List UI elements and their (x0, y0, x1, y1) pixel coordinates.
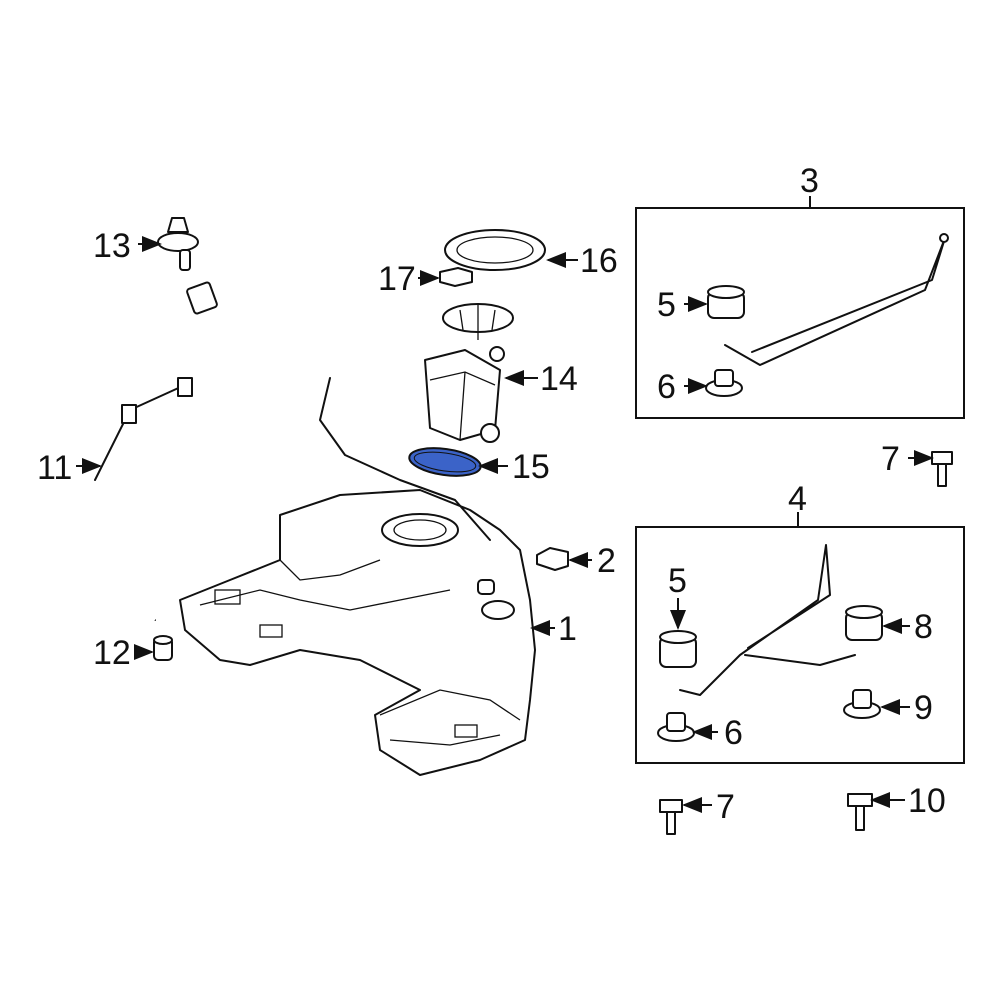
callout-6: 6 (657, 368, 676, 406)
bushing-part-5[interactable] (707, 285, 745, 319)
callout-8: 8 (914, 608, 933, 646)
fuel-pump-part-14[interactable] (424, 303, 514, 443)
grommet-part-6[interactable] (705, 369, 743, 397)
bolt-part-7[interactable] (659, 799, 683, 835)
bushing-part-8[interactable] (845, 605, 883, 641)
grommet-part-6[interactable] (657, 712, 695, 742)
callout-14: 14 (540, 360, 578, 398)
seal-part-15[interactable] (408, 444, 483, 480)
bushing-part-5[interactable] (659, 630, 697, 668)
grommet-part-9[interactable] (843, 689, 881, 719)
callout-11: 11 (37, 449, 72, 487)
callout-2: 2 (597, 542, 616, 580)
callout-12: 12 (93, 634, 131, 672)
callout-7: 7 (716, 788, 735, 826)
lock-ring-part-16[interactable] (444, 229, 546, 271)
callout-7: 7 (881, 440, 900, 478)
bolt-part-7[interactable] (931, 451, 953, 487)
callout-1: 1 (558, 610, 577, 648)
strap-kit-box-3 (635, 207, 965, 419)
callout-4: 4 (788, 480, 807, 518)
callout-5: 5 (657, 286, 676, 324)
callout-13: 13 (93, 227, 131, 265)
callout-6: 6 (724, 714, 743, 752)
leader-arrows (76, 196, 934, 813)
valve-part-13[interactable] (157, 217, 199, 271)
callout-15: 15 (512, 448, 550, 486)
callout-5: 5 (668, 562, 687, 600)
cap-part-12[interactable] (153, 635, 173, 661)
callout-3: 3 (800, 162, 819, 200)
pad-part-2[interactable] (536, 547, 569, 571)
strap-kit-box-4 (635, 526, 965, 764)
bolt-part-10[interactable] (847, 793, 873, 831)
callout-10: 10 (908, 782, 946, 820)
callout-9: 9 (914, 689, 933, 727)
vent-tube (319, 377, 491, 541)
connector-part-17[interactable] (439, 267, 473, 287)
callout-16: 16 (580, 242, 618, 280)
fuel-tank-part-1[interactable] (179, 489, 536, 776)
filler-pipe-part-11[interactable] (94, 281, 227, 622)
callout-17: 17 (378, 260, 416, 298)
